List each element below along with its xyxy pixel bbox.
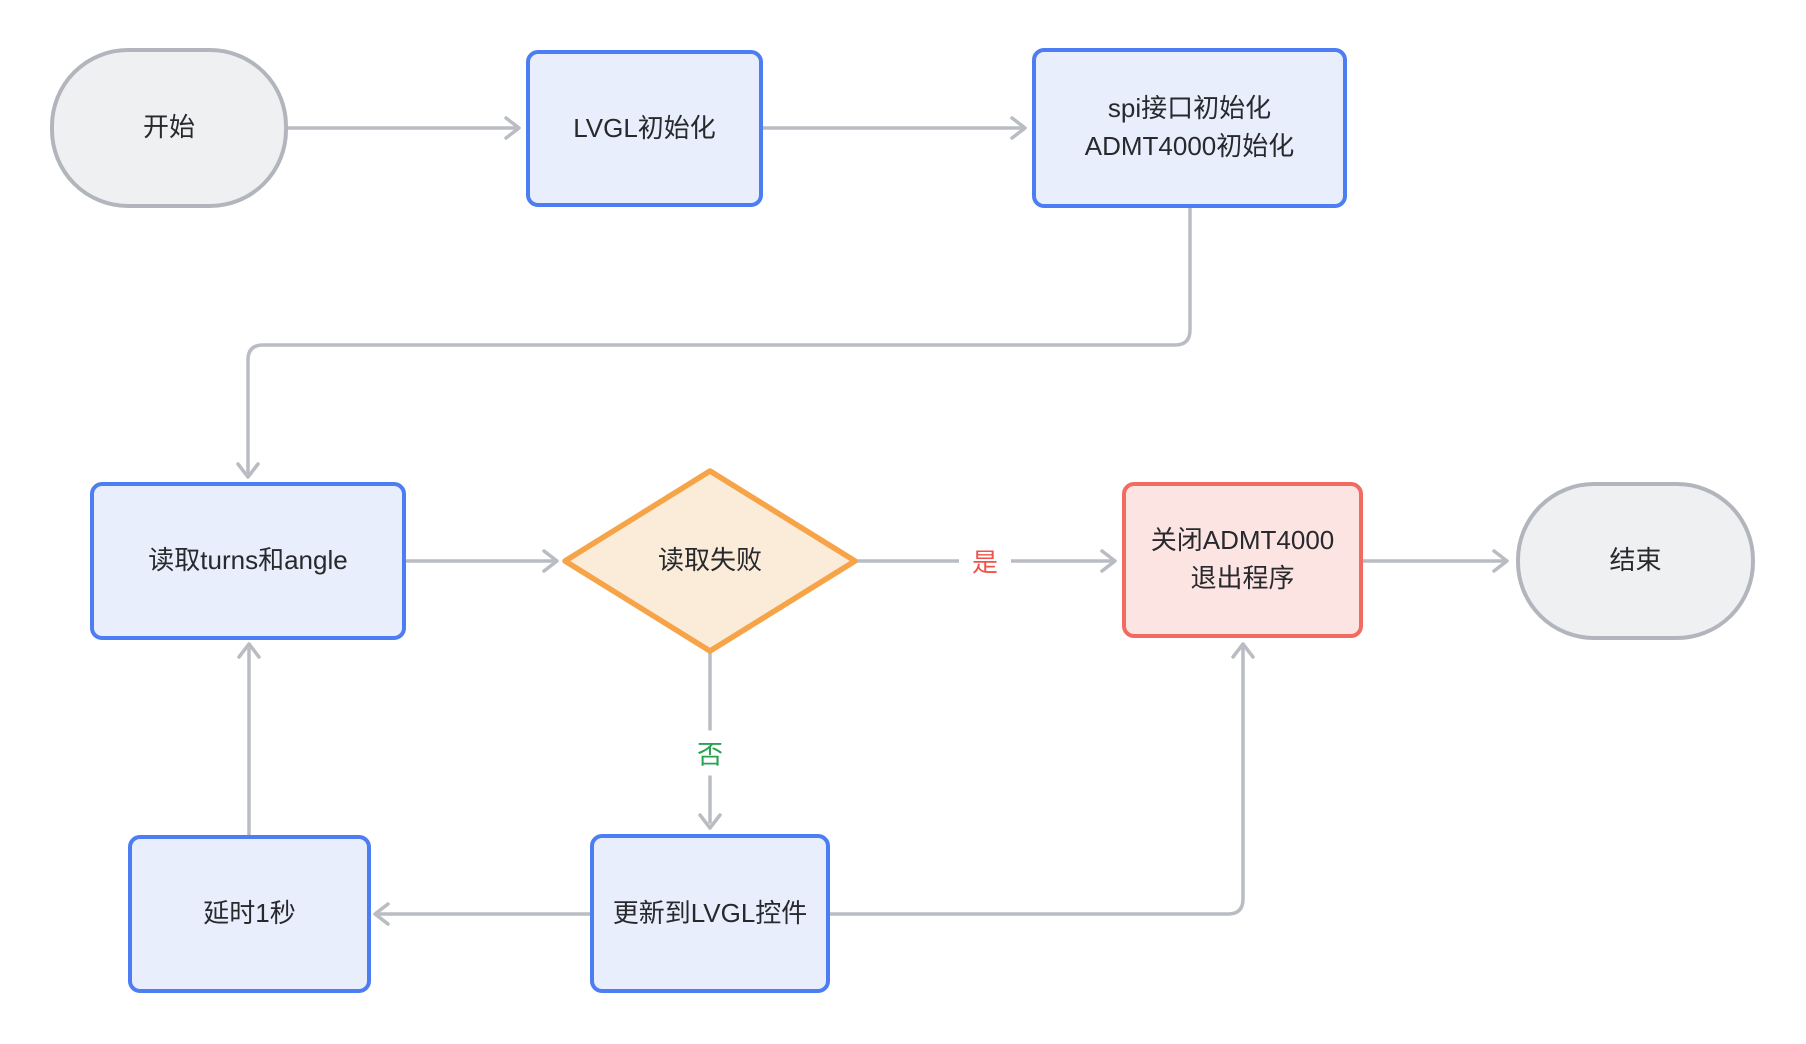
start-node: 开始: [50, 48, 288, 208]
arrowhead-decision-to-update: [698, 813, 722, 830]
read-values-node-label: 读取turns和angle: [148, 545, 348, 576]
spi-init-node: spi接口初始化 ADMT4000初始化: [1032, 48, 1347, 208]
arrowhead-update-to-delay: [373, 902, 390, 926]
delay-node-label: 延时1秒: [203, 898, 296, 929]
update-lvgl-node-label: 更新到LVGL控件: [612, 897, 808, 928]
arrowhead-spi-to-read: [236, 462, 260, 479]
end-node: 结束: [1516, 482, 1755, 640]
lvgl-init-node-label: LVGL初始化: [573, 112, 716, 143]
delay-node: 延时1秒: [128, 835, 371, 993]
start-node-label: 开始: [142, 112, 195, 143]
close-exit-node: 关闭ADMT4000 退出程序: [1122, 482, 1363, 638]
close-exit-node-label-line1: 关闭ADMT4000: [1150, 525, 1335, 556]
arrowhead-delay-to-read: [237, 642, 261, 659]
lvgl-init-node: LVGL初始化: [526, 50, 763, 207]
arrowhead-update-to-close: [1231, 642, 1255, 659]
decision-node-label: 读取失败: [657, 545, 762, 576]
arrowhead-start-to-lvgl: [504, 116, 521, 140]
edge-spi-to-read: [246, 206, 1192, 474]
end-node-label: 结束: [1609, 545, 1662, 576]
edge-update-to-close: [828, 647, 1245, 916]
arrowhead-read-to-decision: [542, 549, 559, 573]
arrowhead-decision-to-close: [1100, 549, 1117, 573]
decision-diamond-shape: [562, 468, 858, 654]
no-edge-label: 否: [683, 730, 737, 776]
yes-edge-label: 是: [958, 538, 1012, 584]
spi-init-node-label-line2: ADMT4000初始化: [1084, 131, 1295, 161]
update-lvgl-node: 更新到LVGL控件: [590, 834, 830, 993]
arrowhead-close-to-end: [1492, 549, 1509, 573]
spi-init-node-label-line1: spi接口初始化: [1107, 93, 1272, 124]
close-exit-node-label-line2: 退出程序: [1190, 563, 1295, 593]
arrowhead-lvgl-to-spi: [1010, 116, 1027, 140]
decision-node: 读取失败: [565, 471, 855, 651]
read-values-node: 读取turns和angle: [90, 482, 406, 640]
